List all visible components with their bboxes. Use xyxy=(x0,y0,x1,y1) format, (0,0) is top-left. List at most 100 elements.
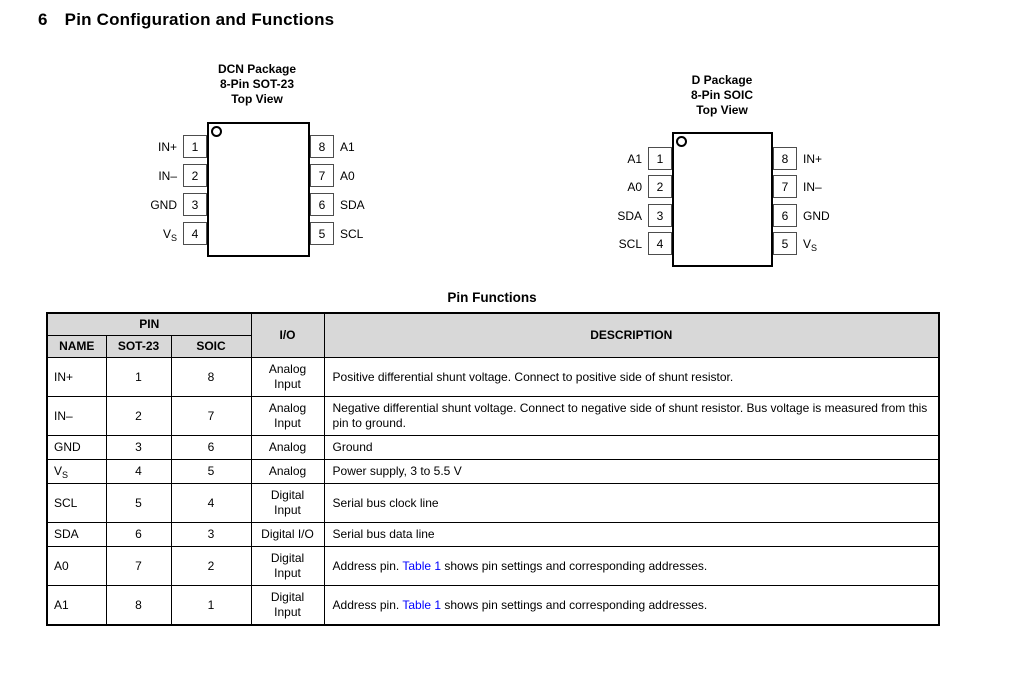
table-row: SCL 5 4 Digital Input Serial bus clock l… xyxy=(46,483,940,523)
pin-name-cell: VS xyxy=(46,459,107,484)
pin-number-box: 4 xyxy=(183,222,207,245)
header-io: I/O xyxy=(250,312,325,358)
pin-name-cell: A0 xyxy=(46,546,107,586)
pin-row: IN+ 1 xyxy=(140,135,207,158)
package-diagram-soic: D Package 8-Pin SOIC Top View A1 1 A0 2 … xyxy=(610,73,834,278)
pin-number-box: 3 xyxy=(183,193,207,216)
pin-row: SCL 4 xyxy=(610,232,672,255)
pin-number-box: 7 xyxy=(773,175,797,198)
description-cell: Serial bus data line xyxy=(323,522,940,547)
pin-name-cell: SDA xyxy=(46,522,107,547)
soic-pin-cell: 7 xyxy=(170,396,252,436)
subscript: S xyxy=(170,232,177,243)
table-header-row: PIN I/O DESCRIPTION xyxy=(46,312,940,358)
description-cell: Address pin. Table 1 shows pin settings … xyxy=(323,585,940,626)
table-header-row: NAME SOT-23 SOIC xyxy=(46,335,939,358)
pin-number-box: 7 xyxy=(310,164,334,187)
pin-row: A1 1 xyxy=(610,147,672,170)
package-title-line: Top View xyxy=(696,103,748,117)
header-description: DESCRIPTION xyxy=(323,312,940,358)
pin-number-box: 2 xyxy=(183,164,207,187)
soic-pin-cell: 4 xyxy=(170,483,252,523)
pin-name-cell: SCL xyxy=(46,483,107,523)
pin-number-box: 2 xyxy=(648,175,672,198)
package-title-line: 8-Pin SOIC xyxy=(690,88,753,102)
subscript: S xyxy=(62,470,69,480)
pin-name: SCL xyxy=(340,226,364,241)
pin-row: 7 IN– xyxy=(773,175,822,198)
soic-pin-cell: 5 xyxy=(170,459,252,484)
table1-link[interactable]: Table 1 xyxy=(402,597,442,612)
sot23-pin-cell: 2 xyxy=(105,396,172,436)
table-title: Pin Functions xyxy=(447,290,537,305)
pin-number-box: 1 xyxy=(183,135,207,158)
table1-link[interactable]: Table 1 xyxy=(402,558,442,573)
pin-name-cell: IN– xyxy=(46,396,107,436)
package-diagram-sot23: DCN Package 8-Pin SOT-23 Top View IN+ 1 … xyxy=(140,62,374,267)
pin-row: 6 SDA xyxy=(310,193,365,216)
pin-name: VS xyxy=(803,236,818,253)
description-cell: Positive differential shunt voltage. Con… xyxy=(323,357,940,397)
package-title: D Package 8-Pin SOIC Top View xyxy=(610,73,834,118)
package-title-line: 8-Pin SOT-23 xyxy=(219,77,295,91)
pin-number-box: 1 xyxy=(648,147,672,170)
pin-row: IN– 2 xyxy=(140,164,207,187)
pin-row: VS 4 xyxy=(140,222,207,245)
pin-number-box: 6 xyxy=(310,193,334,216)
section-title: Pin Configuration and Functions xyxy=(64,10,335,29)
io-cell: Analog xyxy=(250,459,325,484)
pin-row: 8 A1 xyxy=(310,135,355,158)
pin-name-cell: GND xyxy=(46,435,107,460)
package-title: DCN Package 8-Pin SOT-23 Top View xyxy=(140,62,374,107)
description-cell: Serial bus clock line xyxy=(323,483,940,523)
sot23-pin-cell: 5 xyxy=(105,483,172,523)
table-row: A0 7 2 Digital Input Address pin. Table … xyxy=(46,546,940,586)
pin-number-box: 5 xyxy=(310,222,334,245)
pin-row: 5 SCL xyxy=(310,222,363,245)
section-heading: 6 Pin Configuration and Functions xyxy=(38,10,334,30)
table-row: IN+ 1 8 Analog Input Positive differenti… xyxy=(46,357,940,397)
section-number: 6 xyxy=(38,10,48,29)
soic-pin-cell: 8 xyxy=(170,357,252,397)
sot23-pin-cell: 7 xyxy=(105,546,172,586)
pin-name: IN+ xyxy=(803,151,823,166)
io-cell: Analog xyxy=(250,435,325,460)
pin-number-box: 6 xyxy=(773,204,797,227)
pin-functions-table: PIN I/O DESCRIPTION NAME SOT-23 SOIC IN+… xyxy=(46,312,941,626)
header-sot23: SOT-23 xyxy=(105,335,172,358)
pin-name: A1 xyxy=(627,151,642,166)
package-body xyxy=(207,122,310,257)
pin-name: A0 xyxy=(627,179,642,194)
package-title-line: DCN Package xyxy=(217,62,297,76)
pin-name: SCL xyxy=(618,236,642,251)
table-row: SDA 6 3 Digital I/O Serial bus data line xyxy=(46,522,940,547)
header-name: NAME xyxy=(46,335,107,358)
io-cell: Digital Input xyxy=(250,483,325,523)
sot23-pin-cell: 8 xyxy=(105,585,172,626)
description-cell: Ground xyxy=(323,435,940,460)
pin-name-cell: A1 xyxy=(46,585,107,626)
pin-number-box: 8 xyxy=(310,135,334,158)
io-cell: Digital I/O xyxy=(250,522,325,547)
pin-name: SDA xyxy=(340,197,365,212)
pin-number-box: 5 xyxy=(773,232,797,255)
description-cell: Address pin. Table 1 shows pin settings … xyxy=(323,546,940,586)
io-cell: Analog Input xyxy=(250,396,325,436)
pin-name: IN+ xyxy=(157,139,177,154)
description-cell: Negative differential shunt voltage. Con… xyxy=(323,396,940,436)
pin1-indicator-icon xyxy=(211,126,222,137)
header-pin-group: PIN xyxy=(46,312,252,336)
pin-number-box: 8 xyxy=(773,147,797,170)
pin-name: IN– xyxy=(803,179,822,194)
table-row: GND 3 6 Analog Ground xyxy=(46,435,940,460)
pin-row: 6 GND xyxy=(773,204,830,227)
pin-row: 5 VS xyxy=(773,232,817,255)
sot23-pin-cell: 6 xyxy=(105,522,172,547)
pin-name: SDA xyxy=(617,208,642,223)
table-row: VS 4 5 Analog Power supply, 3 to 5.5 V xyxy=(46,459,940,484)
table-row: A1 8 1 Digital Input Address pin. Table … xyxy=(46,585,940,626)
pin-number-box: 4 xyxy=(648,232,672,255)
sot23-pin-cell: 4 xyxy=(105,459,172,484)
pin-number-box: 3 xyxy=(648,204,672,227)
